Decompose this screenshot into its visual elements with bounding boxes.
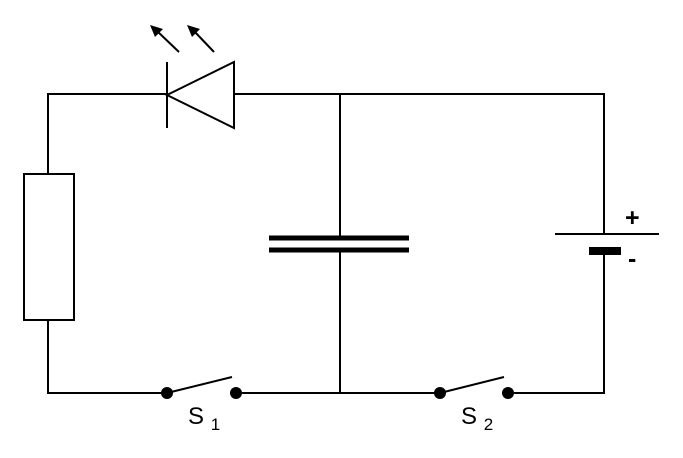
resistor-body: [23, 173, 75, 321]
light-arrow-1-shaft: [156, 30, 180, 53]
switch-s2-label-main: S: [461, 403, 477, 430]
battery-negative-plate: [589, 247, 621, 255]
switch-s1-label-main: S: [188, 403, 204, 430]
battery-positive-label: +: [625, 204, 640, 232]
led-component: [150, 25, 235, 130]
switch-s2-label: S 2: [461, 403, 493, 434]
switch-s2: S 2: [434, 376, 514, 434]
switch-s1-label: S 1: [188, 403, 220, 434]
arrow-head-icon-2: [187, 25, 200, 37]
switch-s1-lever: [166, 376, 233, 394]
battery-component: + -: [555, 204, 659, 273]
switch-s2-lever: [439, 376, 505, 394]
arrow-head-icon-1: [150, 25, 163, 37]
capacitor-component: [269, 235, 409, 253]
switch-s1-label-subscript: 1: [211, 415, 220, 434]
switch-s2-right-contact: [502, 387, 514, 399]
switch-s1-right-contact: [230, 387, 242, 399]
switch-s2-label-subscript: 2: [484, 415, 493, 434]
led-triangle: [164, 60, 235, 130]
battery-negative-label: -: [628, 245, 636, 273]
light-arrow-2-shaft: [193, 30, 215, 53]
wires: [47, 93, 605, 394]
switch-s1: S 1: [161, 376, 242, 434]
